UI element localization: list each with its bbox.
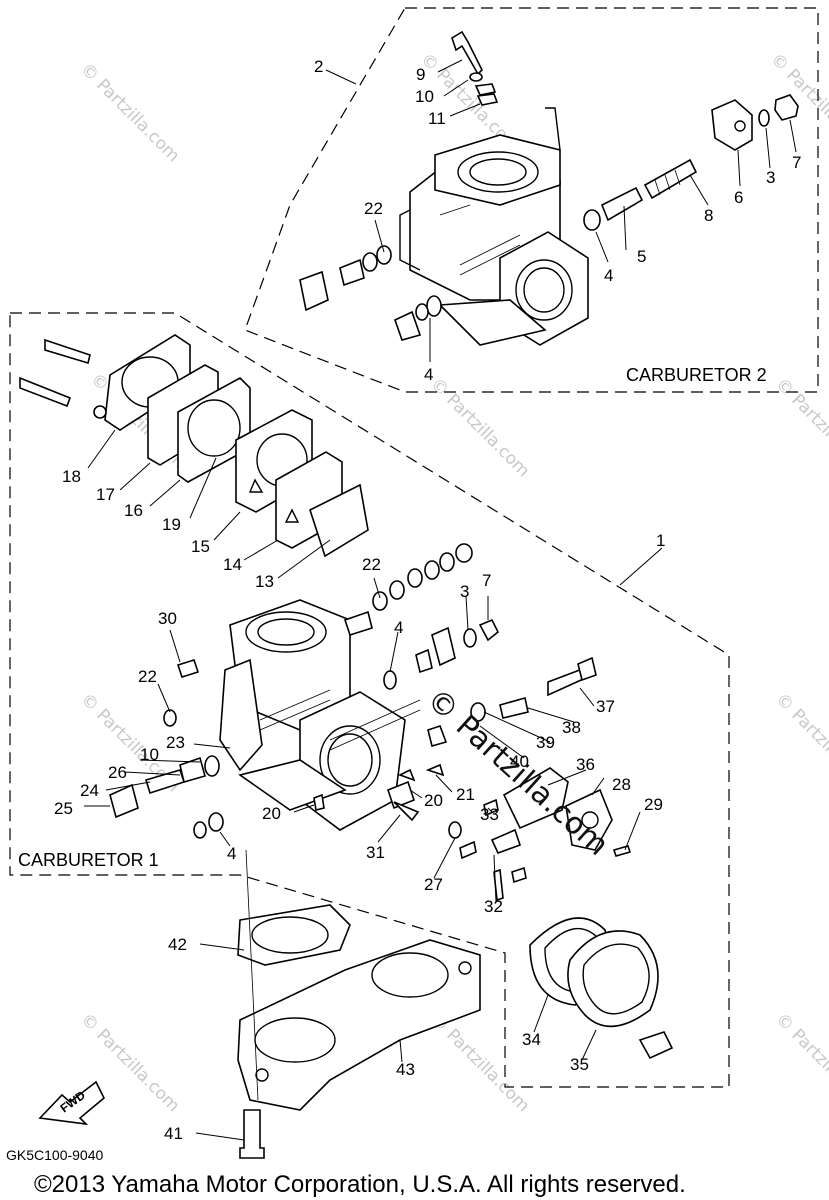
callout-3: 3: [460, 582, 469, 601]
bolt-18a: [44, 338, 91, 365]
callout-2: 2: [314, 57, 323, 76]
group-outlines: CARBURETOR 2 CARBURETOR 1: [9, 7, 819, 1088]
callout-10: 10: [140, 745, 159, 764]
diagram-code: GK5C100-9040: [6, 1147, 104, 1163]
callout-22: 22: [138, 667, 157, 686]
carburetor-2-small-parts: [299, 30, 799, 341]
copyright-notice: ©2013 Yamaha Motor Corporation, U.S.A. A…: [34, 1171, 686, 1198]
washer-4: [583, 209, 601, 231]
callout-13: 13: [255, 572, 274, 591]
callout-41: 41: [164, 1124, 183, 1143]
washer-10: [469, 72, 483, 82]
callout-4: 4: [424, 365, 433, 384]
watermark: © Partzilla.com: [771, 689, 829, 796]
callout-16: 16: [124, 501, 143, 520]
stopper-13: [309, 483, 369, 558]
carburetor-2-label: CARBURETOR 2: [626, 365, 767, 385]
callout-22: 22: [362, 555, 381, 574]
callout-1: 1: [656, 531, 665, 550]
screw-9: [451, 30, 483, 76]
washer-3: [758, 109, 770, 127]
callout-5: 5: [637, 247, 646, 266]
callout-6: 6: [734, 188, 743, 207]
carburetor-2-body: [399, 107, 589, 346]
callout-10: 10: [415, 87, 434, 106]
callout-21: 21: [456, 785, 475, 804]
callout-22: 22: [364, 199, 383, 218]
collar-5: [600, 186, 644, 222]
callout-36: 36: [576, 755, 595, 774]
callout-35: 35: [570, 1055, 589, 1074]
callout-33: 33: [480, 805, 499, 824]
callout-15: 15: [191, 537, 210, 556]
bolt-18b: [19, 376, 72, 408]
callout-30: 30: [158, 609, 177, 628]
cover-35: [567, 930, 659, 1028]
callout-43: 43: [396, 1060, 415, 1079]
callout-14: 14: [223, 555, 242, 574]
callout-4: 4: [394, 618, 403, 637]
callout-23: 23: [166, 733, 185, 752]
callout-39: 39: [536, 733, 555, 752]
callout-19: 19: [162, 515, 181, 534]
callout-20: 20: [424, 791, 443, 810]
callout-38: 38: [562, 718, 581, 737]
watermark: © Partzilla.com: [771, 1009, 829, 1116]
callout-24: 24: [80, 781, 99, 800]
callout-28: 28: [612, 775, 631, 794]
callout-7: 7: [482, 571, 491, 590]
callout-4: 4: [227, 844, 236, 863]
callout-18: 18: [62, 467, 81, 486]
callout-42: 42: [168, 935, 187, 954]
watermark: © Partzilla.com: [426, 1009, 533, 1116]
callout-3: 3: [766, 168, 775, 187]
lower-parts: FWD: [38, 904, 674, 1159]
carburetor-1-body: [219, 599, 421, 831]
callout-25: 25: [54, 799, 73, 818]
callout-4: 4: [604, 266, 613, 285]
gasket-stack: [19, 334, 369, 558]
lever-6: [711, 99, 753, 151]
callout-32: 32: [484, 897, 503, 916]
callout-37: 37: [596, 697, 615, 716]
callout-27: 27: [424, 875, 443, 894]
callout-17: 17: [96, 485, 115, 504]
callouts: 1 2 3 3 4 4 4 4 5 6 7 7 8 9 10 10 11 13 …: [54, 57, 801, 1143]
callout-20: 20: [262, 804, 281, 823]
callout-7: 7: [792, 153, 801, 172]
bolt-41: [239, 1109, 265, 1159]
callout-40: 40: [510, 752, 529, 771]
carburetor-1-small-parts: [109, 543, 632, 902]
callout-34: 34: [522, 1030, 541, 1049]
spring-8: [643, 158, 698, 200]
callout-26: 26: [108, 763, 127, 782]
watermark: © Partzilla.com: [426, 374, 533, 481]
carburetor-1-label: CARBURETOR 1: [18, 850, 159, 870]
watermark: © Partzilla.com: [771, 374, 829, 481]
carburetor-1-outline: [9, 312, 730, 1088]
callout-8: 8: [704, 206, 713, 225]
leader-lines: [84, 59, 797, 1141]
callout-11: 11: [428, 109, 446, 128]
callout-29: 29: [644, 795, 663, 814]
fwd-arrow: [38, 1080, 105, 1126]
watermark: © Partzilla.com: [76, 59, 183, 166]
callout-9: 9: [416, 65, 425, 84]
gasket-42: [237, 904, 351, 966]
nut-7: [774, 94, 799, 121]
spring-11: [474, 83, 499, 106]
callout-31: 31: [366, 843, 385, 862]
